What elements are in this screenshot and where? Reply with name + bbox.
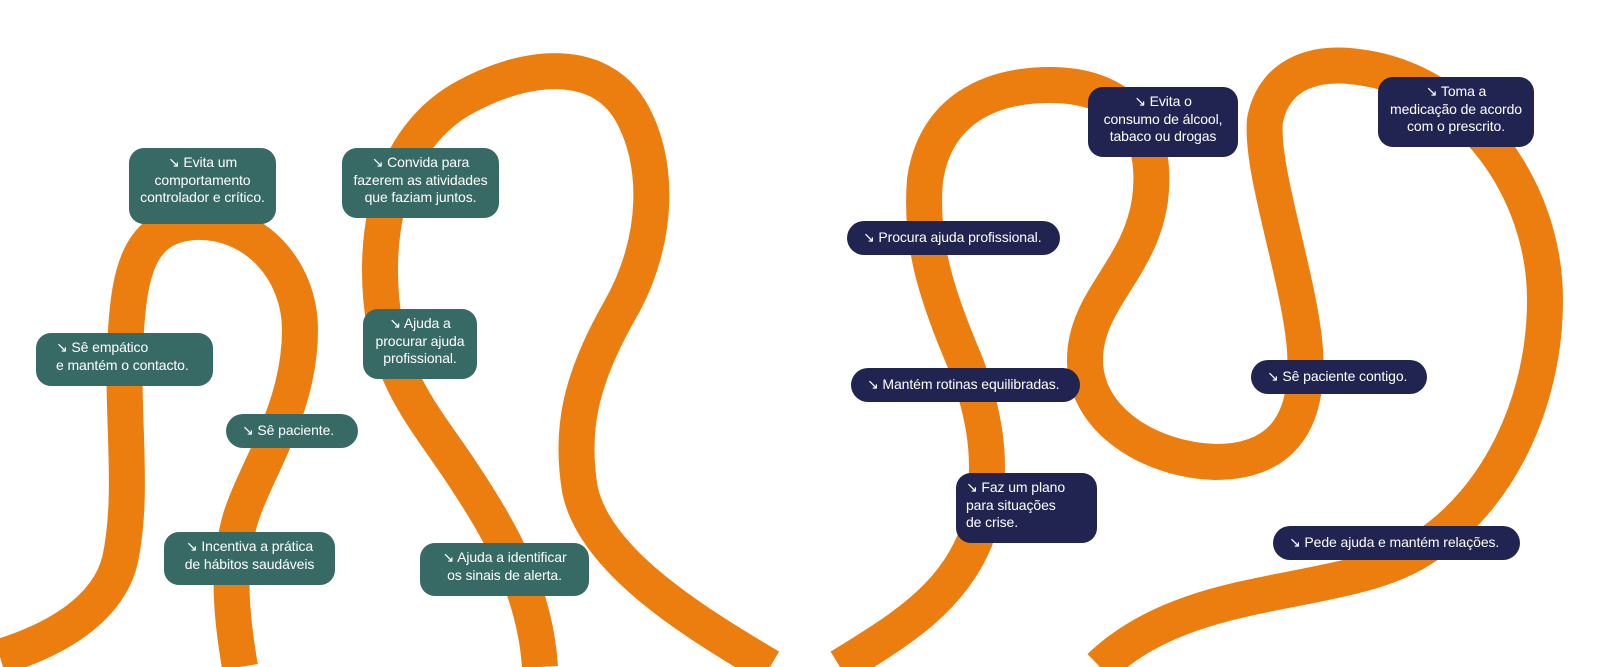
card-evita-alcool: ↘ Evita o consumo de álcool, tabaco ou d… bbox=[1088, 87, 1238, 157]
card-plano-crise: ↘ Faz um plano para situações de crise. bbox=[956, 473, 1097, 543]
card-toma-medicacao: ↘ Toma a medicação de acordo com o presc… bbox=[1378, 77, 1534, 147]
card-convida-atividades: ↘ Convida para fazerem as atividades que… bbox=[342, 148, 499, 218]
card-pede-ajuda: ↘ Pede ajuda e mantém relações. bbox=[1273, 526, 1520, 560]
card-procura-ajuda: ↘ Procura ajuda profissional. bbox=[847, 221, 1060, 255]
card-sinais-alerta: ↘ Ajuda a identificar os sinais de alert… bbox=[420, 543, 589, 596]
card-ajuda-procurar: ↘ Ajuda a procurar ajuda profissional. bbox=[363, 309, 477, 379]
card-rotinas: ↘ Mantém rotinas equilibradas. bbox=[851, 368, 1080, 402]
road-path-3 bbox=[830, 47, 1563, 667]
card-paciente-contigo: ↘ Sê paciente contigo. bbox=[1251, 360, 1427, 394]
card-empatico: ↘ Sê empático e mantém o contacto. bbox=[36, 333, 213, 386]
card-se-paciente: ↘ Sê paciente. bbox=[226, 414, 358, 448]
card-evita-comportamento: ↘ Evita um comportamento controlador e c… bbox=[129, 148, 276, 224]
card-incentiva-habitos: ↘ Incentiva a prática de hábitos saudáve… bbox=[164, 532, 335, 585]
road-path-2 bbox=[362, 53, 780, 667]
